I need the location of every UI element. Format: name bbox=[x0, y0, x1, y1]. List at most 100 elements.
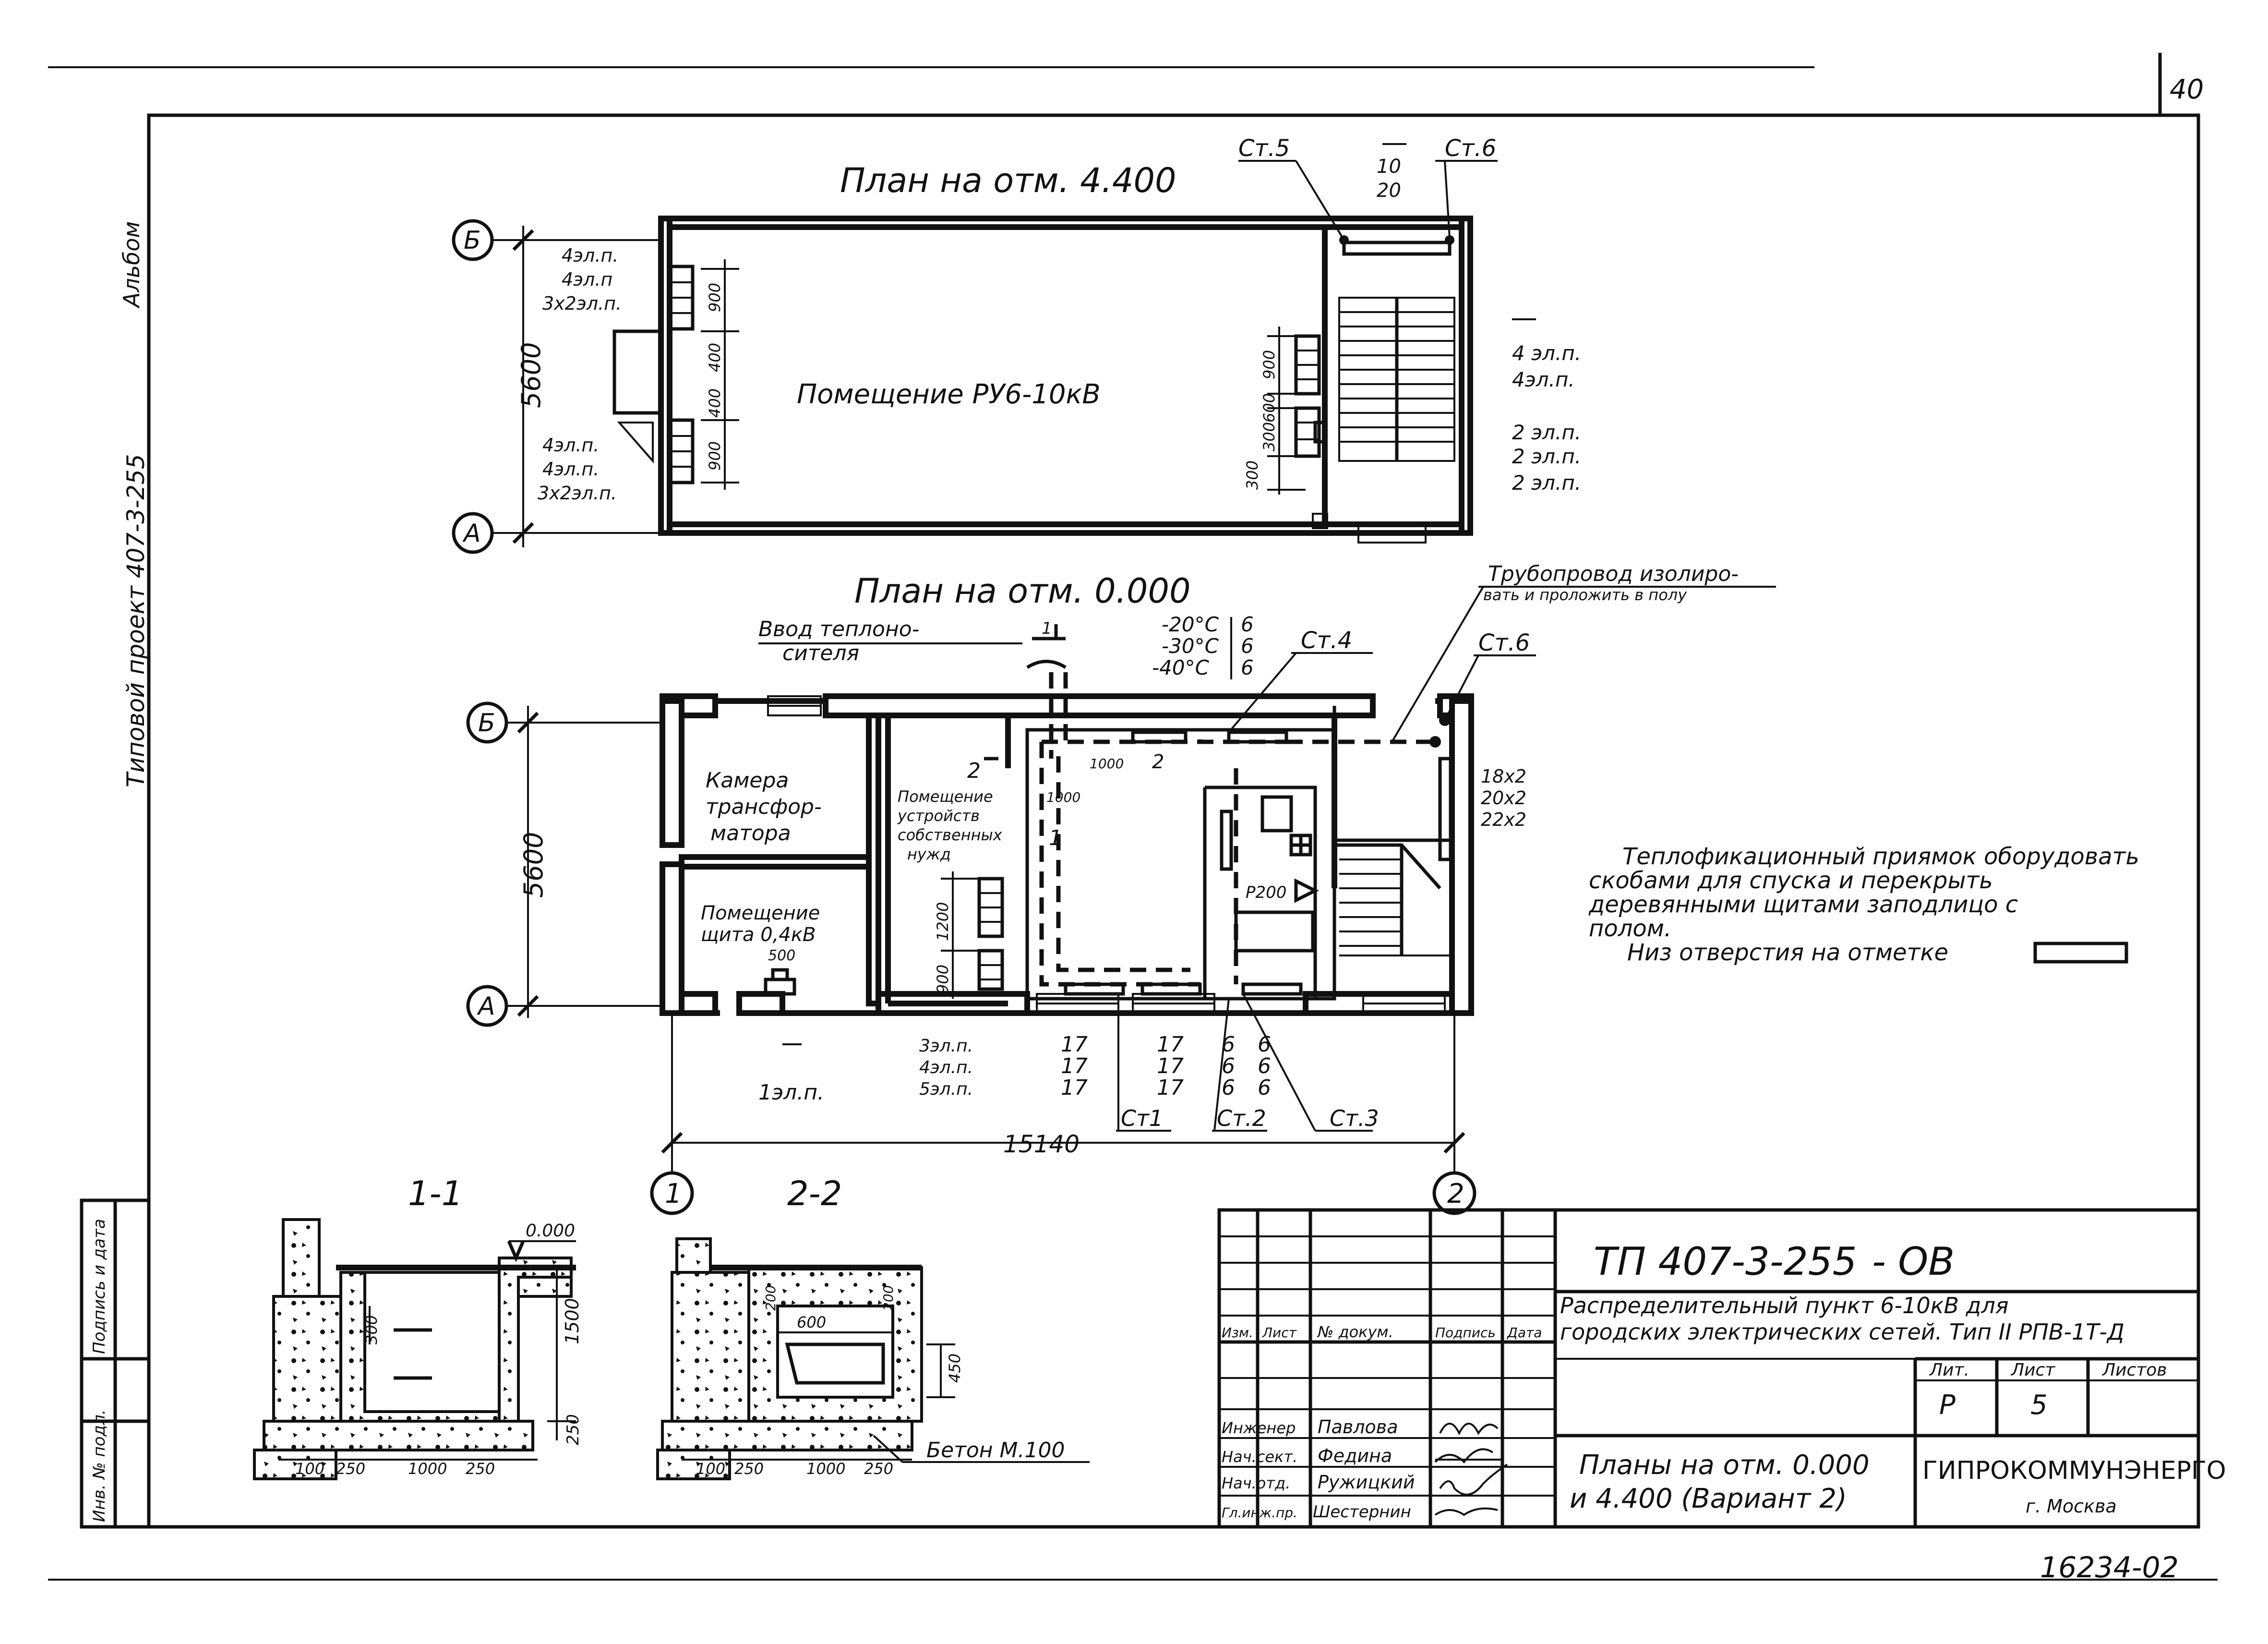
top-right-label-5: 2 эл.п. bbox=[1512, 471, 1581, 495]
section-1-dim-b4: 250 bbox=[466, 1460, 495, 1478]
tb-sheet-title-1: Планы на отм. 0.000 bbox=[1579, 1450, 1870, 1481]
top-left-label-3: 3х2эл.п. bbox=[542, 293, 622, 314]
top-right-dim-1: 900 bbox=[1260, 350, 1278, 379]
general-note: Теплофикационный приямок оборудовать ско… bbox=[1588, 843, 2139, 966]
row2-label: 4эл.п. bbox=[919, 1058, 973, 1077]
top-right-label-1: 4 эл.п. bbox=[1512, 341, 1581, 365]
row2-v3: 6 bbox=[1222, 1054, 1235, 1078]
section-1-dim-300: 300 bbox=[362, 1315, 381, 1344]
side-label-project: Типовой проект 407-3-255 bbox=[122, 454, 150, 787]
section-2-dim-600: 600 bbox=[797, 1313, 826, 1331]
tb-role-2: Нач.сект. bbox=[1222, 1448, 1297, 1466]
tb-suffix: - ОВ bbox=[1872, 1239, 1955, 1284]
top-axis-a: А bbox=[462, 519, 481, 548]
st3-label: Ст.3 bbox=[1330, 1105, 1379, 1131]
top-left-label-2: 4эл.п bbox=[562, 269, 612, 290]
bottom-left-label: 1эл.п. bbox=[758, 1080, 824, 1105]
section-2-2: 2-2 600 200 200 450 Бетон М.100 100 250 … bbox=[656, 1174, 1090, 1480]
top-right-dim-2: 600 bbox=[1260, 393, 1278, 423]
dim-900: 900 bbox=[934, 965, 952, 994]
note-line-4: полом. bbox=[1589, 915, 1671, 942]
room-own-needs-1: Помещение bbox=[898, 787, 993, 806]
row3-v1: 17 bbox=[1061, 1076, 1088, 1100]
st1-label: Ст1 bbox=[1121, 1105, 1163, 1131]
temp-value-1: 6 bbox=[1241, 613, 1254, 636]
section-1-dim-250v: 250 bbox=[564, 1414, 583, 1445]
tb-stage-lists: Листов bbox=[2101, 1360, 2167, 1380]
note-line-2: скобами для спуска и перекрыть bbox=[1589, 867, 1993, 894]
top-st5: Ст.5 bbox=[1238, 135, 1290, 162]
tb-sheet-title-2: и 4.400 (Вариант 2) bbox=[1570, 1483, 1847, 1514]
pipe-p200: Р200 bbox=[1246, 883, 1286, 902]
inlet-section-mark: 1 bbox=[1042, 619, 1052, 638]
section-1-dim-b1: 100 bbox=[295, 1460, 324, 1478]
stamp-label-inv: Инв. № подл. bbox=[90, 1409, 109, 1522]
top-left-label-1: 4эл.п. bbox=[562, 245, 618, 266]
dim-1000a: 1000 bbox=[1090, 756, 1124, 772]
section-1-1: 1-1 300 0.000 1500 250 100 250 1000 250 bbox=[253, 1174, 583, 1480]
inlet-label-2: сителя bbox=[782, 641, 859, 665]
dim-1200: 1200 bbox=[934, 902, 952, 941]
dim-500: 500 bbox=[768, 947, 795, 964]
top-right-dim-4: 300 bbox=[1243, 460, 1261, 490]
tb-name-2: Федина bbox=[1318, 1445, 1392, 1466]
tb-stage-lit: Лит. bbox=[1929, 1360, 1969, 1380]
tb-col-doc: № докум. bbox=[1317, 1323, 1393, 1341]
top-fraction-bottom: 20 bbox=[1377, 180, 1401, 202]
room-transformer-3: матора bbox=[710, 821, 791, 846]
tb-role-3: Нач.отд. bbox=[1222, 1474, 1290, 1492]
axis-1: 1 bbox=[665, 1178, 682, 1209]
stamp-label-sign: Подпись и дата bbox=[90, 1219, 109, 1354]
st2-label: Ст.2 bbox=[1217, 1105, 1266, 1131]
section-2-dim-b3: 1000 bbox=[806, 1460, 845, 1478]
top-right-dim-3: 300 bbox=[1260, 422, 1278, 451]
note-line-5: Низ отверстия на отметке bbox=[1627, 939, 1948, 966]
plan-top: План на отм. 4.400 bbox=[452, 135, 1581, 554]
signature-3 bbox=[1439, 1463, 1508, 1496]
top-left-label-4: 4эл.п. bbox=[542, 435, 599, 456]
tb-stage-value-lit: Р bbox=[1939, 1390, 1956, 1421]
tb-role-1: Инженер bbox=[1222, 1419, 1296, 1437]
top-left-dim-1: 900 bbox=[706, 283, 724, 312]
tb-name-3: Ружицкий bbox=[1318, 1472, 1415, 1493]
section-mark-2: 2 bbox=[967, 759, 981, 783]
top-left-dim-2: 400 bbox=[706, 343, 724, 372]
tb-stage-list: Лист bbox=[2010, 1360, 2055, 1380]
section-2-dim-200a: 200 bbox=[763, 1285, 779, 1311]
row3-v4: 6 bbox=[1258, 1076, 1271, 1100]
stair-bottom bbox=[1334, 843, 1450, 956]
temp-value-3: 6 bbox=[1241, 656, 1254, 679]
dim-1000b: 1000 bbox=[1046, 789, 1080, 805]
tb-col-sign: Подпись bbox=[1435, 1325, 1496, 1341]
row3-v3: 6 bbox=[1222, 1076, 1235, 1100]
bottom-dim-height: 5600 bbox=[518, 832, 549, 898]
section-2-dim-b4: 250 bbox=[864, 1460, 893, 1478]
st4-label: Ст.4 bbox=[1301, 627, 1352, 654]
row3-label: 5эл.п. bbox=[919, 1079, 973, 1099]
section-2-title: 2-2 bbox=[787, 1174, 842, 1213]
top-right-label-3: 2 эл.п. bbox=[1512, 421, 1581, 444]
sheet-frame bbox=[48, 53, 2218, 1581]
archive-number: 16234-02 bbox=[2040, 1551, 2179, 1584]
room-own-needs-2: устройств bbox=[897, 807, 980, 825]
tb-desc-1: Распределительный пункт 6-10кВ для bbox=[1560, 1293, 2009, 1318]
riser-label-3: 22х2 bbox=[1481, 809, 1526, 830]
section-2-dim-b1: 100 bbox=[696, 1460, 725, 1478]
section-1-dim-b2: 250 bbox=[336, 1460, 365, 1478]
riser-label-2: 20х2 bbox=[1481, 787, 1526, 809]
temp-2: -30°С bbox=[1162, 634, 1219, 658]
riser-label-1: 18х2 bbox=[1481, 766, 1526, 787]
tb-name-1: Павлова bbox=[1318, 1416, 1398, 1438]
row1-label: 3эл.п. bbox=[919, 1036, 973, 1056]
signature-4 bbox=[1434, 1507, 1498, 1516]
top-right-label-4: 2 эл.п. bbox=[1512, 445, 1581, 468]
room-own-needs-3: собственных bbox=[898, 826, 1003, 844]
room-own-needs-4: нужд bbox=[907, 845, 951, 863]
title-block: ТП 407-3-255 - ОВ Распределительный пунк… bbox=[1217, 1208, 2226, 1529]
top-right-label-2: 4эл.п. bbox=[1512, 368, 1575, 391]
room-switchboard-2: щита 0,4кВ bbox=[701, 924, 816, 946]
room-transformer-1: Камера bbox=[706, 768, 789, 793]
room-switchboard-1: Помещение bbox=[701, 902, 820, 924]
top-left-label-6: 3х2эл.п. bbox=[538, 483, 617, 504]
